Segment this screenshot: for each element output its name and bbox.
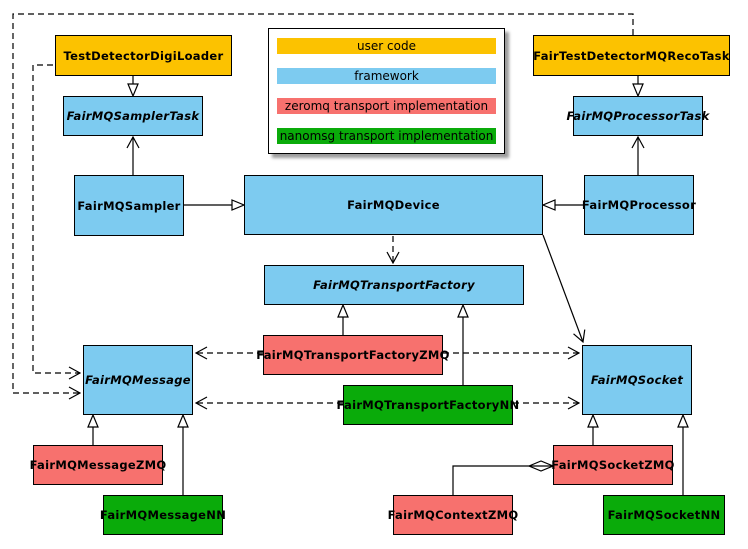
class-box-fairmqtransportfactoryzmq: FairMQTransportFactoryZMQ — [256, 335, 449, 375]
class-label: FairMQProcessor — [581, 198, 697, 212]
class-box-fairmqmessagenn: FairMQMessageNN — [99, 495, 227, 535]
class-box-fairmqsocketnn: FairMQSocketNN — [603, 495, 725, 535]
class-box-fairmqmessage: FairMQMessage — [83, 345, 193, 415]
class-box-testdetectordigiloader: TestDetectorDigiLoader — [55, 35, 232, 76]
class-label: FairTestDetectorMQRecoTask — [533, 48, 730, 63]
class-label: FairMQMessageNN — [99, 508, 227, 522]
class-label: FairMQSocket — [590, 373, 684, 387]
legend-item-user-code: user code — [277, 38, 496, 54]
class-label: FairMQSampler — [77, 198, 181, 213]
class-label: FairMQTransportFactory — [313, 278, 475, 292]
class-box-fairmqcontextzmq: FairMQContextZMQ — [388, 495, 518, 535]
legend-item-zeromq: zeromq transport implementation — [277, 98, 496, 114]
edge-device-socket — [542, 234, 583, 342]
class-label: FairMQTransportFactoryZMQ — [256, 348, 450, 362]
class-box-fairmqsamplertask: FairMQSamplerTask — [63, 96, 203, 136]
class-box-fairmqtransportfactorynn: FairMQTransportFactoryNN — [337, 385, 519, 425]
class-box-fairmqsocketzmq: FairMQSocketZMQ — [551, 445, 675, 485]
class-label: FairMQContextZMQ — [387, 508, 519, 522]
class-box-fairmqprocessortask: FairMQProcessorTask — [566, 96, 709, 136]
class-box-fairmqsocket: FairMQSocket — [582, 345, 692, 415]
legend-item-framework: framework — [277, 68, 496, 84]
class-label: FairMQMessageZMQ — [29, 458, 167, 472]
edge-contextzmq-socketzmq — [452, 466, 553, 495]
class-box-fairmqsampler: FairMQSampler — [74, 175, 184, 236]
class-box-fairmqdevice: FairMQDevice — [244, 175, 543, 235]
class-box-fairmqmessagezmq: FairMQMessageZMQ — [30, 445, 166, 485]
class-box-fairmqtransportfactory: FairMQTransportFactory — [264, 265, 524, 305]
class-label: FairMQSamplerTask — [66, 109, 200, 123]
class-label: FairMQTransportFactoryNN — [336, 398, 520, 412]
legend-item-nanomsg: nanomsg transport implementation — [277, 128, 496, 144]
class-label: TestDetectorDigiLoader — [63, 48, 224, 63]
class-label: FairMQSocketNN — [607, 508, 721, 522]
class-label: FairMQMessage — [85, 373, 191, 387]
class-label: FairMQProcessorTask — [566, 109, 710, 123]
class-label: FairMQSocketZMQ — [551, 458, 675, 472]
class-box-fairtestdetectormqrecotask: FairTestDetectorMQRecoTask — [533, 35, 730, 76]
class-label: FairMQDevice — [347, 198, 440, 212]
legend: user code framework zeromq transport imp… — [268, 28, 505, 154]
class-box-fairmqprocessor: FairMQProcessor — [581, 175, 697, 235]
